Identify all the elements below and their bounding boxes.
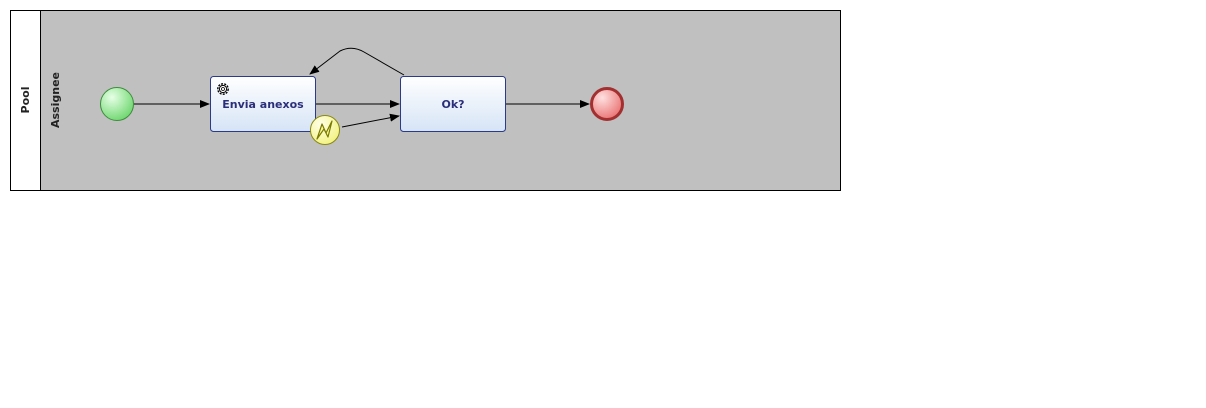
- sequence-flows: [134, 47, 590, 128]
- boundary-event[interactable]: [310, 115, 340, 145]
- task-envia-anexos-label: Envia anexos: [222, 98, 304, 111]
- gear-icon: [217, 83, 229, 95]
- end-event[interactable]: [590, 87, 624, 121]
- task-envia-anexos[interactable]: Envia anexos: [210, 76, 316, 132]
- pool-label: Pool: [19, 87, 32, 114]
- lightning-icon: [316, 120, 333, 140]
- task-ok[interactable]: Ok?: [400, 76, 506, 132]
- start-event[interactable]: [100, 87, 134, 121]
- task-ok-label: Ok?: [441, 98, 464, 111]
- flow-ok-back-to-envia[interactable]: [309, 47, 405, 76]
- flow-boundary-to-ok[interactable]: [341, 113, 400, 128]
- lane-label: Assignee: [49, 72, 62, 128]
